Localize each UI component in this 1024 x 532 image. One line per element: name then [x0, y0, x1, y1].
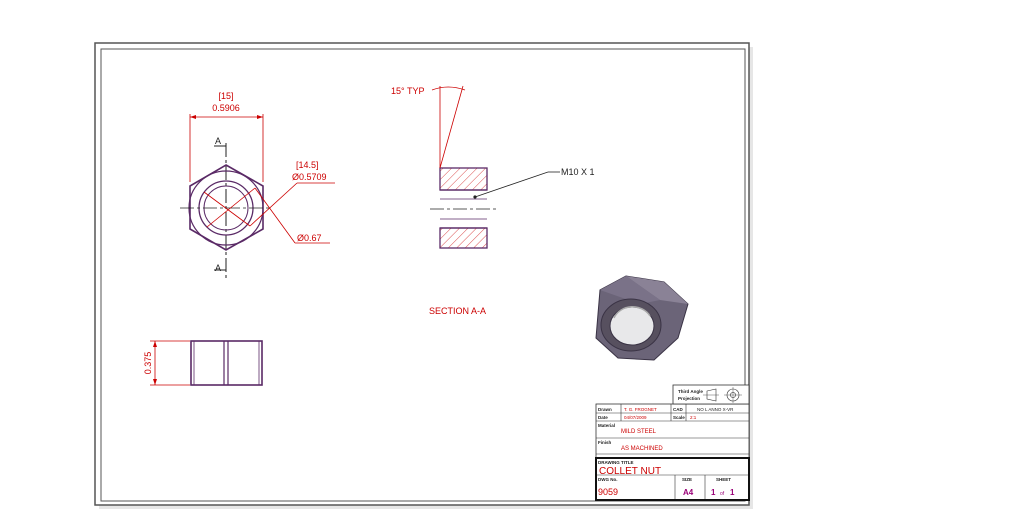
size-label: SIZE: [682, 477, 692, 482]
sheet-label: SHEET: [716, 477, 731, 482]
outer-dia-label: Ø0.67: [297, 233, 322, 243]
title-block: Third Angle Projection Drawn T. G. FROGN…: [595, 384, 750, 501]
side-view: 0.375: [143, 340, 263, 386]
scale-value: 2:1: [690, 415, 697, 420]
cad-label: CAD: [673, 407, 683, 412]
projection-cone-icon: [706, 388, 717, 402]
bore-inch-label: Ø0.5709: [292, 172, 327, 182]
date-label: Date: [598, 415, 608, 420]
title-value: COLLET NUT: [599, 466, 661, 477]
width-metric-label: [15]: [218, 91, 233, 101]
projection-label-2: Projection: [678, 396, 700, 401]
date-value: 04/07/2009: [624, 415, 647, 420]
section-marker-bottom: A: [215, 263, 221, 273]
bore-metric-label: [14.5]: [296, 160, 319, 170]
height-label: 0.375: [143, 352, 153, 375]
thread-label: M10 X 1: [561, 167, 595, 177]
material-label: Material: [598, 423, 615, 428]
finish-value: AS MACHINED: [621, 446, 663, 452]
sheet-of: of: [720, 491, 725, 497]
sheet-number: 1: [711, 488, 716, 497]
scale-label: Scale: [673, 415, 685, 420]
front-view: [15] 0.5906 A A [14.5] Ø0.5709 Ø0.67: [180, 91, 335, 278]
isometric-nut-image: [595, 275, 689, 361]
finish-label: Finish: [598, 440, 612, 445]
width-inch-label: 0.5906: [212, 103, 240, 113]
material-value: MILD STEEL: [621, 429, 657, 435]
drawn-value: T. G. FROGNET: [624, 407, 657, 412]
section-label: SECTION A-A: [429, 306, 486, 316]
chamfer-angle-label: 15° TYP: [391, 86, 424, 96]
projection-label-1: Third Angle: [678, 389, 703, 394]
title-label: DRAWING TITLE: [598, 460, 634, 465]
hex-outline: [189, 164, 264, 251]
drawn-label: Drawn: [598, 407, 612, 412]
cad-value: NO L ANNO X-VR: [697, 407, 734, 412]
dwg-no-value: 9059: [598, 487, 618, 497]
sheet-inner-border: [100, 48, 746, 502]
dwg-no-label: DWG No.: [598, 477, 618, 482]
size-value: A4: [683, 488, 694, 497]
sheet-total: 1: [730, 488, 735, 497]
side-outline: [190, 340, 263, 386]
section-marker-top: A: [215, 136, 221, 146]
section-view: 15° TYP M10 X 1 SECTION A-A: [391, 85, 595, 316]
